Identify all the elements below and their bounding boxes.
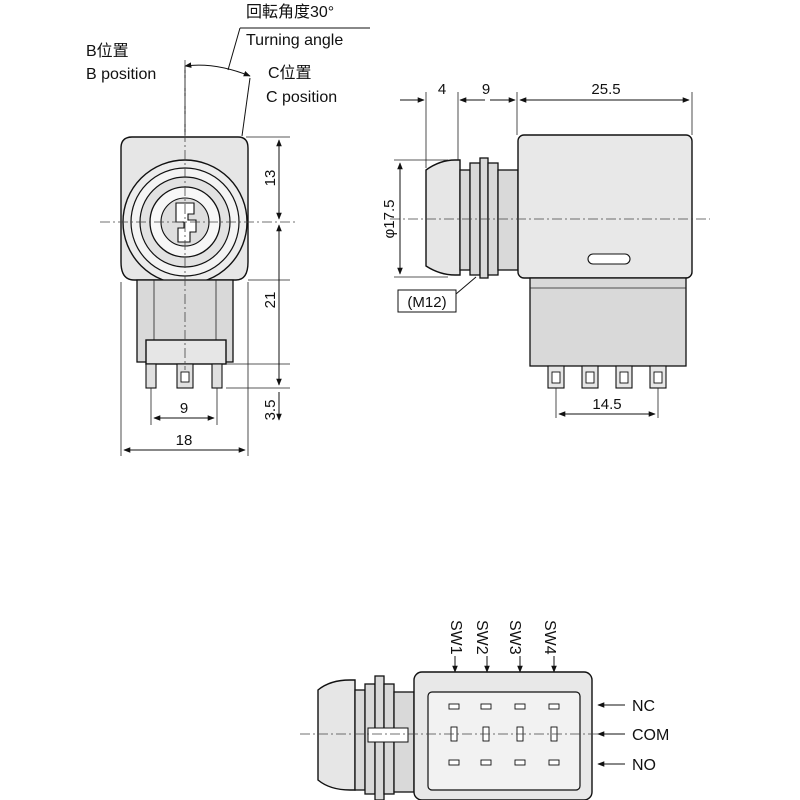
dim-phi-17-5: φ17.5: [381, 200, 398, 239]
bottom-knob: [317, 679, 356, 791]
dim-18: 18: [176, 432, 193, 449]
keyhole: [175, 202, 197, 243]
side-knob: [425, 159, 461, 276]
front-view: 13 21 3.5 9 18: [100, 27, 370, 456]
dim-14-5: 14.5: [592, 396, 621, 413]
side-thread: [459, 169, 471, 271]
dim-9-side: 9: [482, 81, 490, 98]
side-slot: [587, 253, 631, 265]
dim-21: 21: [262, 292, 279, 309]
dim-3-5: 3.5: [262, 400, 279, 421]
c-position-en-label: C position: [266, 89, 337, 106]
dim-25-5: 25.5: [591, 81, 620, 98]
com-label: COM: [632, 727, 669, 744]
side-switch-block: [529, 277, 687, 367]
nc-label: NC: [632, 698, 655, 715]
sw1-label: SW1: [447, 620, 464, 655]
b-position-jp-label: B位置: [86, 42, 129, 60]
side-view: 4 9 25.5 φ17.5 (M12) 14.5: [381, 81, 710, 418]
dim-13: 13: [262, 170, 279, 187]
turning-angle-jp-label: 回転角度30°: [246, 3, 334, 21]
no-label: NO: [632, 757, 656, 774]
turning-angle-arc: [184, 62, 251, 77]
b-position-en-label: B position: [86, 66, 156, 83]
dim-9-front: 9: [180, 400, 188, 417]
dim-4: 4: [438, 81, 446, 98]
sw2-label: SW2: [473, 620, 490, 655]
c-position-jp-label: C位置: [268, 64, 312, 82]
m12-label: (M12): [407, 294, 446, 311]
sw3-label: SW3: [506, 620, 523, 655]
front-terminal: [145, 363, 157, 389]
side-terminals: [547, 365, 667, 389]
m12-label-box: [397, 289, 457, 313]
turning-angle-en-label: Turning angle: [246, 32, 343, 49]
switch-layout-view: SW1 SW2 SW3 SW4 NC COM NO: [300, 620, 669, 800]
sw4-label: SW4: [541, 620, 558, 655]
